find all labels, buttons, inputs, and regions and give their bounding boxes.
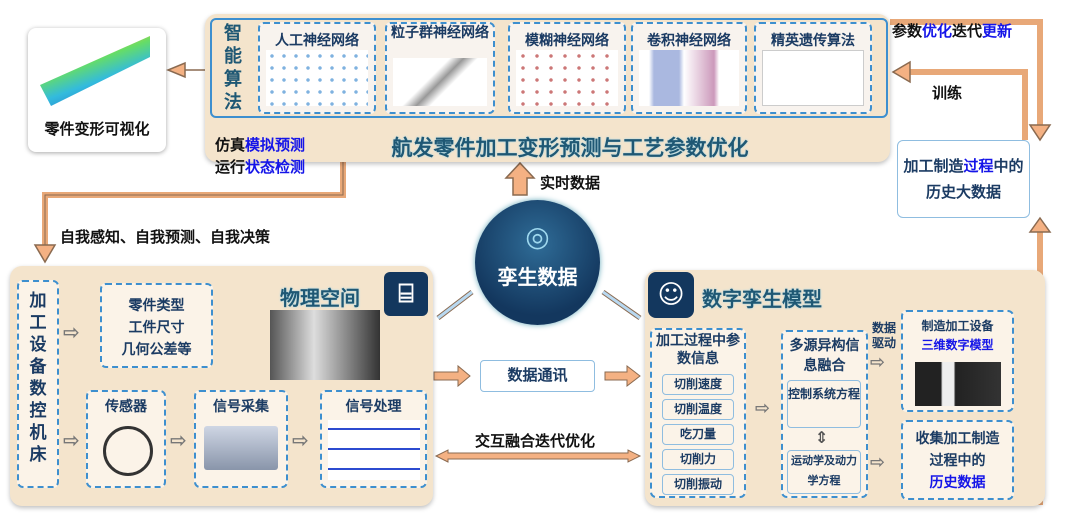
train-label: 训练: [932, 84, 963, 102]
algo-label-char: 能: [224, 46, 242, 67]
algorithm-group: [210, 18, 888, 118]
t: 过程: [963, 157, 994, 175]
self-text: 自我感知、自我预测、自我决策: [60, 228, 271, 246]
arrow-icon: ⇨: [755, 398, 771, 419]
model-subtitle: 三维数字模型: [921, 338, 994, 352]
algo-name: 精英遗传算法: [771, 33, 855, 49]
param-item: 切削振动: [662, 474, 734, 495]
model-title: 制造加工设备: [921, 319, 994, 333]
sensor-image: [103, 426, 153, 476]
daq-device-image: [204, 426, 278, 470]
algo-genetic[interactable]: 精英遗传算法: [754, 22, 872, 114]
acquisition-box: 信号采集: [194, 390, 288, 488]
acq-label: 信号采集: [213, 399, 269, 415]
arrow-icon: ⇨: [870, 452, 886, 473]
param-item: 吃刀量: [662, 424, 734, 445]
update-text: 参数优化迭代更新: [892, 20, 1012, 41]
t: 历史大数据: [925, 183, 1001, 201]
twin-data-label: 孪生数据: [497, 265, 578, 289]
history-highlight: 历史数据: [929, 475, 986, 491]
t: 参数: [892, 22, 923, 40]
cnc-machine-image: [270, 310, 380, 380]
algo-cnn[interactable]: 卷积神经网络: [631, 22, 747, 114]
main-title: 航发零件加工变形预测与工艺参数优化: [391, 136, 749, 160]
flowchart-image: [762, 50, 864, 106]
fusion-title: 多源异构信息融合: [789, 338, 860, 374]
double-arrow-icon: ⇕: [815, 428, 829, 447]
deformation-visual-card: 零件变形可视化: [28, 28, 166, 152]
part-info-box: 零件类型 工件尺寸 几何公差等: [100, 283, 213, 368]
proc-label: 信号处理: [345, 399, 402, 415]
work-size: 工件尺寸: [128, 320, 185, 336]
param-item: 切削力: [662, 449, 734, 470]
t: 迭代: [952, 22, 983, 40]
machine-3d-model-image: [915, 362, 1001, 406]
algo-fuzzy[interactable]: 模糊神经网络: [508, 22, 626, 114]
run-prefix: 运行: [215, 158, 246, 176]
param-item: 切削温度: [662, 399, 734, 420]
t: 中的: [993, 157, 1024, 175]
run-highlight: 状态检测: [245, 158, 306, 176]
comm-box: 数据通讯: [480, 360, 595, 392]
physical-title: 物理空间: [280, 286, 360, 310]
digital-model-box: 制造加工设备 三维数字模型: [901, 310, 1014, 412]
arrow-icon: ⇨: [63, 428, 80, 452]
orbit-icon: ◎: [525, 220, 550, 253]
part-type: 零件类型: [128, 298, 185, 314]
algo-label: 智 能 算 法: [222, 22, 244, 114]
digital-title: 数字孪生模型: [702, 287, 822, 311]
t: 加工制造: [903, 157, 964, 175]
arrow-icon: ⇨: [870, 352, 886, 373]
history-bigdata-box: 加工制造过程中的 历史大数据: [897, 140, 1030, 218]
network-diagram-image: [516, 50, 618, 106]
network-diagram-image: [266, 50, 368, 106]
history-data-box: 收集加工制造过程中的 历史数据: [901, 420, 1014, 500]
params-title: 加工过程中参数信息: [656, 333, 740, 367]
tolerance: 几何公差等: [121, 342, 192, 358]
history-text: 收集加工制造过程中的: [915, 431, 1000, 469]
arrow-icon: ⇨: [292, 428, 309, 452]
sim-prefix: 仿真: [215, 136, 246, 154]
param-item: 切削速度: [662, 374, 734, 395]
algo-name: 粒子群神经网络: [391, 25, 489, 41]
algo-label-char: 法: [224, 92, 242, 113]
network-diagram-image: [393, 58, 487, 106]
visual-caption: 零件变形可视化: [44, 120, 150, 138]
sim-highlight: 模拟预测: [245, 136, 306, 154]
algo-name: 模糊神经网络: [525, 33, 609, 49]
machine-icon: ⌸: [384, 272, 428, 316]
algo-label-char: 智: [224, 23, 242, 44]
algo-name: 人工神经网络: [275, 33, 359, 49]
sim-text: 仿真模拟预测 运行状态检测: [215, 134, 305, 178]
signal-processing-box: 信号处理: [320, 390, 427, 488]
data-drive-label: 数据驱动: [871, 321, 896, 350]
realtime-label: 实时数据: [540, 174, 601, 192]
algo-label-char: 算: [224, 69, 242, 90]
cnc-machine-box: 加工设备数控机床: [17, 280, 59, 488]
deformation-mesh-image: [40, 36, 150, 106]
sensor-label: 传感器: [105, 399, 147, 415]
params-box: 加工过程中参数信息 切削速度 切削温度 吃刀量 切削力 切削振动: [650, 328, 746, 498]
algo-pso[interactable]: 粒子群神经网络: [385, 22, 495, 114]
algo-name: 卷积神经网络: [647, 33, 731, 49]
t: 优化: [922, 22, 953, 40]
robot-icon: ☺: [648, 272, 694, 318]
twin-data-node: ◎ 孪生数据: [475, 200, 600, 325]
arrow-icon: ⇨: [170, 428, 187, 452]
signal-waveform-image: [328, 420, 420, 480]
sensor-box: 传感器: [86, 390, 166, 488]
control-equation: 控制系统方程: [787, 380, 861, 428]
kinematics-equation: 运动学及动力学方程: [787, 450, 861, 494]
arrow-icon: ⇨: [63, 320, 80, 344]
t: 更新: [982, 22, 1013, 40]
fusion-box: 多源异构信息融合 控制系统方程 ⇕ 运动学及动力学方程: [781, 330, 868, 498]
network-diagram-image: [639, 50, 739, 106]
algo-ann[interactable]: 人工神经网络: [258, 22, 376, 114]
iterate-label: 交互融合迭代优化: [474, 432, 595, 450]
